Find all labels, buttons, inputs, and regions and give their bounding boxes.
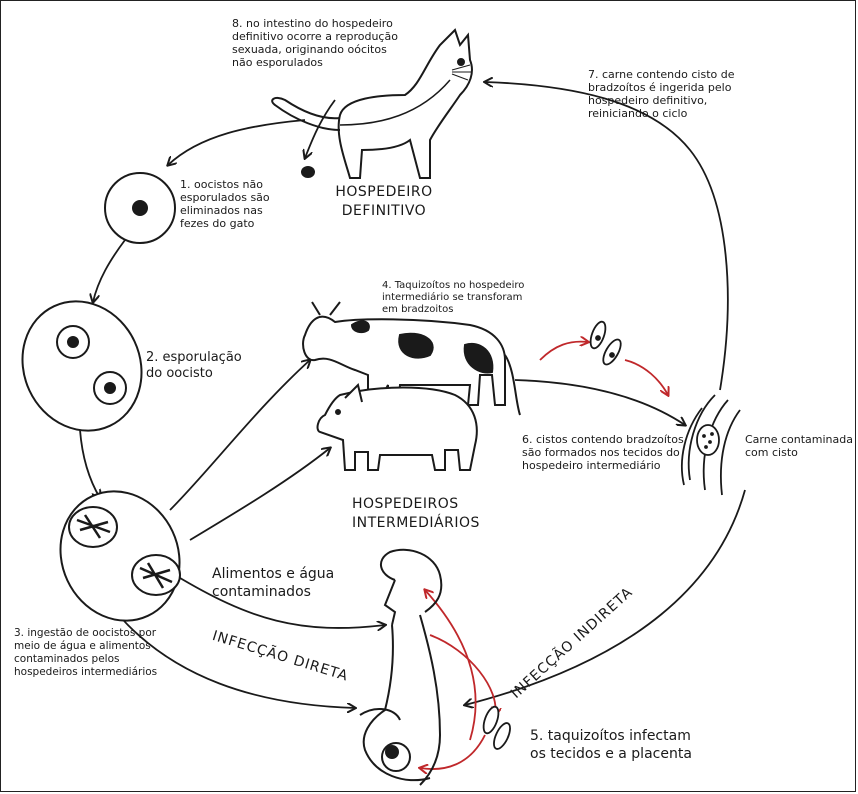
tachyzoite-body-icon: [481, 705, 514, 751]
arrow-food-to-pig: [190, 448, 330, 540]
mature-oocyst-icon: [40, 472, 201, 641]
meat-cyst-icon: [682, 395, 740, 495]
oocyst-icon: [105, 173, 175, 243]
step4-label: 4. Taquizoítos no hospedeiro intermediár…: [382, 280, 524, 316]
step8-label: 8. no intestino do hospedeiro definitivo…: [232, 17, 398, 69]
step6-label: 6. cistos contendo bradzoítos são formad…: [522, 433, 684, 472]
step2-label: 2. esporulação do oocisto: [146, 350, 242, 382]
cat-feces-icon: [301, 166, 315, 178]
intermediate-hosts-label: HOSPEDEIROS INTERMEDIÁRIOS: [352, 495, 490, 533]
definitive-host-label: HOSPEDEIRO DEFINITIVO: [326, 183, 442, 221]
red-arrow-to-fetus: [420, 735, 485, 769]
step7-label: 7. carne contendo cisto de bradzoítos é …: [588, 68, 734, 120]
arrow-food-to-cow: [170, 360, 310, 510]
arrow-hosts-to-meat: [515, 380, 685, 425]
arrow-sporulation-to-ingestion: [80, 430, 100, 498]
arrow-meat-to-woman: [465, 490, 745, 705]
step1-label: 1. oocistos não esporulados são eliminad…: [180, 178, 270, 230]
pregnant-woman-icon: [360, 550, 441, 785]
tachyzoite-icon: [588, 320, 625, 367]
red-arrow-tachyzoite-out: [625, 360, 668, 395]
arrow-feces-to-oocyst: [168, 120, 305, 165]
food-water-label: Alimentos e água contaminados: [212, 565, 334, 601]
step3-label: 3. ingestão de oocistos por meio de água…: [14, 627, 157, 679]
step5-label: 5. taquizoítos infectam os tecidos e a p…: [530, 727, 692, 763]
red-arrow-tachyzoite-in: [540, 342, 588, 360]
arrow-oocyst-to-sporulation: [93, 240, 125, 302]
meat-label: Carne contaminada com cisto: [745, 433, 853, 459]
sporulated-oocyst-icon: [2, 282, 163, 451]
arrow-meat-to-cat: [485, 82, 728, 390]
pig-icon: [318, 385, 477, 470]
